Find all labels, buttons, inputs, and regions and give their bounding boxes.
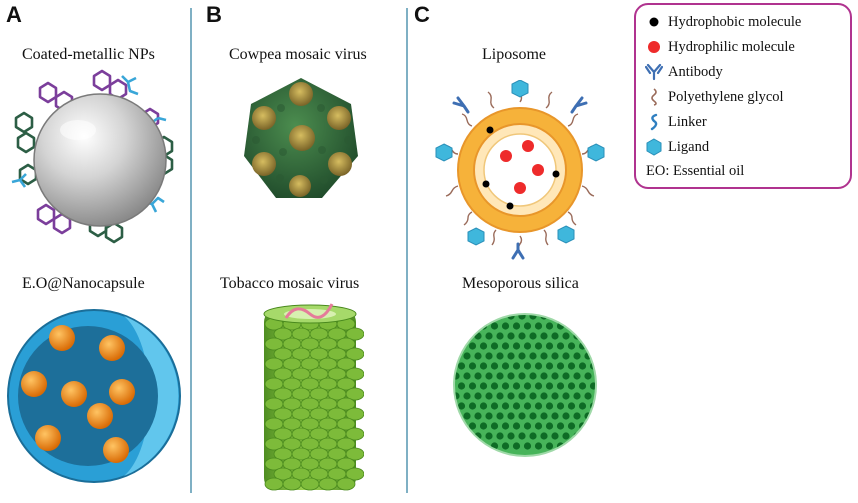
tobacco-mosaic-virus-illustration (263, 303, 364, 491)
cowpea-mosaic-virus-illustration (244, 78, 358, 198)
legend-label: Hydrophilic molecule (668, 38, 795, 55)
legend-item-hydrophilic: Hydrophilic molecule (644, 37, 795, 57)
legend-label: Polyethylene glycol (668, 88, 784, 105)
legend-label: Antibody (668, 63, 723, 80)
antibody-icon (644, 62, 664, 82)
legend-label: Hydrophobic molecule (668, 13, 802, 30)
legend-item-linker: Linker (644, 112, 707, 132)
coated-metallic-np-illustration (11, 69, 174, 244)
caption-tobacco-mosaic-virus: Tobacco mosaic virus (220, 275, 360, 292)
peg-squiggle-icon (644, 87, 664, 107)
divider-ab (190, 8, 192, 493)
red-dot-icon (644, 37, 664, 57)
panel-letter-c: C (414, 2, 430, 27)
divider-bc (406, 8, 408, 493)
legend-label: Linker (668, 113, 707, 130)
tmv-capsid-beads (264, 317, 364, 491)
hexagon-ligand-icon (644, 137, 664, 157)
linker-icon (644, 112, 664, 132)
legend-note-eo: EO: Essential oil (646, 163, 745, 179)
legend-item-antibody: Antibody (644, 62, 723, 82)
legend-item-peg: Polyethylene glycol (644, 87, 784, 107)
caption-coated-metallic-nps: Coated-metallic NPs (22, 46, 155, 63)
caption-mesoporous-silica: Mesoporous silica (462, 275, 579, 292)
caption-eo-nanocapsule: E.O@Nanocapsule (22, 275, 145, 292)
legend-box: Hydrophobic molecule Hydrophilic molecul… (634, 3, 852, 189)
eo-nanocapsule-illustration (7, 309, 181, 483)
legend-item-hydrophobic: Hydrophobic molecule (644, 12, 801, 32)
caption-cowpea-mosaic-virus: Cowpea mosaic virus (229, 46, 367, 63)
panel-letter-a: A (6, 2, 22, 27)
liposome-illustration (435, 80, 605, 260)
legend-label: Ligand (668, 138, 710, 155)
legend-item-ligand: Ligand (644, 137, 709, 157)
caption-liposome: Liposome (482, 46, 546, 63)
mesoporous-silica-illustration (453, 313, 597, 457)
black-dot-icon (644, 12, 664, 32)
panel-letter-b: B (206, 2, 222, 27)
